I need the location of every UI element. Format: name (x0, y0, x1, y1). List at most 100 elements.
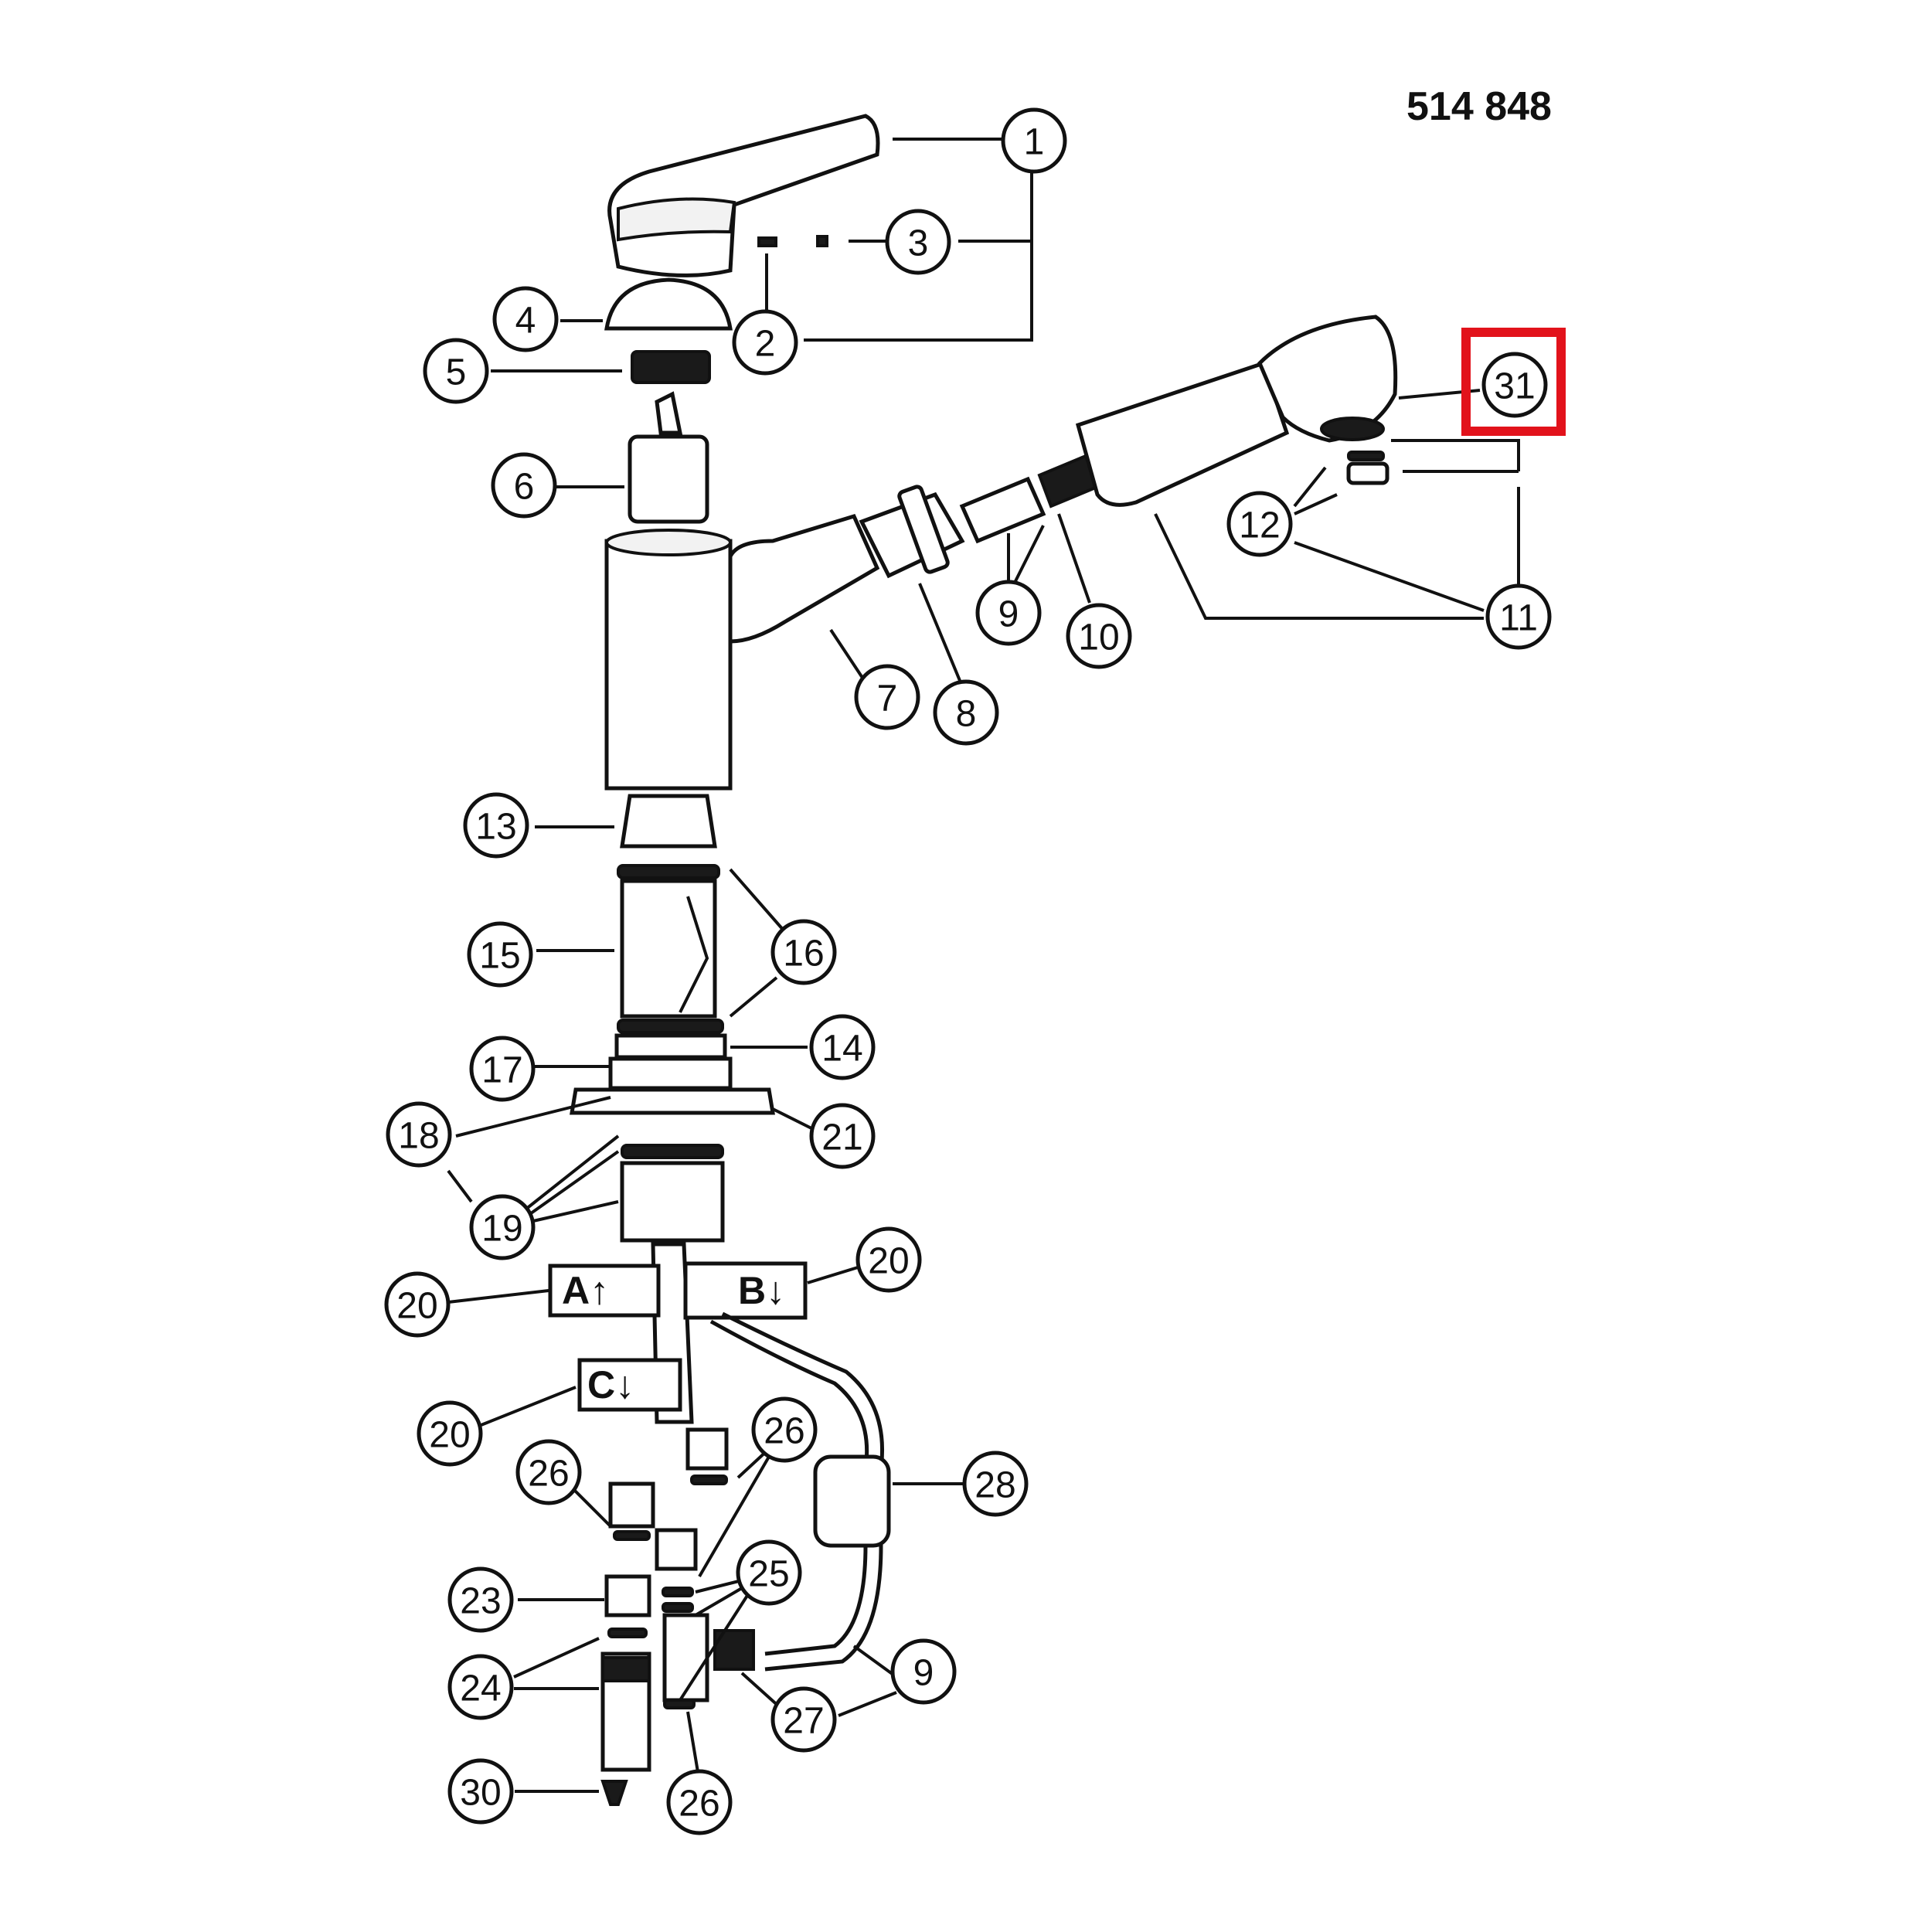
callout-c24: 24 (447, 1654, 514, 1720)
callout-circle (384, 1271, 451, 1338)
callout-number: 5 (446, 352, 467, 393)
gasket-26-left (613, 1530, 651, 1541)
callout-circle (463, 792, 529, 859)
callout-circle (809, 1103, 876, 1169)
callout-c11: 11 (1485, 583, 1552, 650)
callout-circle (1481, 352, 1548, 418)
callout-number: 27 (783, 1701, 824, 1742)
callout-number: 20 (429, 1415, 470, 1456)
highlight-box (1461, 328, 1566, 436)
callout-circle (423, 338, 489, 404)
callout-number: 6 (514, 467, 535, 508)
callout-number: 2 (755, 324, 776, 365)
callout-circle (736, 1539, 802, 1606)
port-tag-c (577, 1358, 682, 1412)
callout-c13: 13 (463, 792, 529, 859)
faucet-parts-artwork (548, 114, 1398, 1806)
callout-number: 8 (956, 694, 977, 735)
callout-circle (491, 452, 557, 519)
callout-number: 16 (783, 934, 824, 975)
callout-c14: 14 (809, 1014, 876, 1080)
washer (1347, 451, 1385, 461)
callout-c20c: 20 (417, 1400, 483, 1467)
callout-c21: 21 (809, 1103, 876, 1169)
callout-number: 12 (1239, 505, 1280, 546)
callout-circle (467, 921, 533, 988)
callout-circle (1485, 583, 1552, 650)
port-tag-a (548, 1264, 661, 1318)
diverter-fitting (662, 1613, 709, 1702)
callout-number: 20 (396, 1286, 437, 1327)
callout-number: 26 (764, 1411, 804, 1452)
callout-c12: 12 (1226, 491, 1293, 557)
callout-circle (890, 1638, 957, 1705)
lever-handle (607, 114, 880, 277)
adapter-23 (604, 1574, 651, 1617)
callout-circle (469, 1194, 536, 1260)
callout-circle (1226, 491, 1293, 557)
callout-circle (447, 1758, 514, 1825)
callout-circle (751, 1396, 818, 1463)
callout-number: 21 (821, 1117, 862, 1158)
callout-number: 3 (908, 223, 929, 264)
cartridge (628, 434, 709, 524)
callout-c31: 31 (1481, 352, 1548, 418)
callout-number: 31 (1494, 366, 1535, 407)
threaded-ring (631, 350, 711, 384)
callout-number: 10 (1078, 617, 1119, 658)
callout-c26a: 26 (515, 1439, 582, 1505)
callout-c1: 1 (1001, 107, 1067, 174)
callout-number: 24 (460, 1668, 501, 1709)
callout-circle (962, 1451, 1029, 1517)
callout-circle (809, 1014, 876, 1080)
spray-head (1257, 315, 1398, 443)
mounting-plate (570, 1087, 775, 1115)
drawing-number: 514 848 (1406, 84, 1552, 129)
spray-hose (709, 1319, 869, 1656)
callout-number: 28 (975, 1465, 1015, 1506)
callout-c10: 10 (1066, 603, 1132, 669)
base-o-ring (621, 1144, 724, 1159)
callout-number: 9 (998, 594, 1019, 635)
supply-nut-middle (655, 1528, 698, 1571)
callout-number: 19 (481, 1209, 522, 1250)
port-label-c: C↓ (587, 1363, 634, 1406)
shank-base (608, 1056, 733, 1090)
callout-c3: 3 (885, 209, 951, 275)
callout-circle (447, 1566, 514, 1633)
callout-circle (855, 1226, 922, 1293)
callout-c5: 5 (423, 338, 489, 404)
callout-c17: 17 (469, 1036, 536, 1102)
o-ring-24 (607, 1628, 648, 1638)
callout-c27: 27 (770, 1686, 837, 1753)
callout-c15: 15 (467, 921, 533, 988)
callout-c19: 19 (469, 1194, 536, 1260)
callout-c9b: 9 (890, 1638, 957, 1705)
callout-circle (1066, 603, 1132, 669)
callout-circle (770, 1686, 837, 1753)
hose-connector (959, 476, 1046, 544)
set-screw (757, 236, 777, 247)
port-tag-b (683, 1261, 808, 1320)
callout-number: 20 (868, 1241, 909, 1282)
callout-number: 25 (748, 1554, 789, 1595)
callout-circle (492, 286, 559, 352)
callout-number: 15 (479, 936, 520, 977)
callout-c2: 2 (732, 309, 798, 376)
cartridge-stem (655, 391, 683, 435)
callout-c23: 23 (447, 1566, 514, 1633)
screw-cap (816, 235, 828, 247)
callout-circle (854, 664, 920, 730)
supply-nut-right (685, 1427, 729, 1471)
callout-c28: 28 (962, 1451, 1029, 1517)
callout-circle (975, 580, 1042, 646)
callout-number: 18 (398, 1116, 439, 1157)
callout-circle (469, 1036, 536, 1102)
spray-handle (1075, 360, 1290, 507)
callout-circle (770, 919, 837, 985)
callout-c7: 7 (854, 664, 920, 730)
callout-c18: 18 (386, 1101, 452, 1168)
strainer-30 (600, 1780, 628, 1806)
callout-circle (417, 1400, 483, 1467)
